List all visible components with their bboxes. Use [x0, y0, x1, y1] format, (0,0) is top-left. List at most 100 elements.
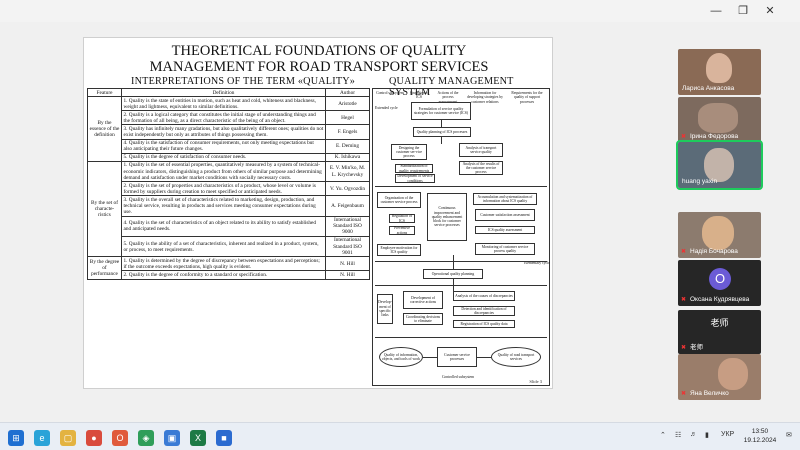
- feature-cell: By the set of characte-ristics: [87, 160, 122, 258]
- qms-diagram: Control subsystem Strategies of ICS Acti…: [372, 88, 550, 386]
- definition-cell: 4. Quality is the satisfaction of consum…: [121, 138, 326, 154]
- connector-line: [441, 137, 442, 144]
- diagram-box: Analysis of the causes of discrepancies: [453, 291, 515, 301]
- connector-line: [477, 357, 491, 358]
- author-cell: F. Engels: [325, 124, 370, 140]
- diagram-box: Continuous improvement and quality enhan…: [427, 193, 467, 241]
- participant-name: Яна Величко: [690, 390, 729, 397]
- connector-line: [375, 261, 547, 262]
- notification-icon[interactable]: ✉: [786, 432, 792, 439]
- diagram-box: Develop-ment of specific links: [377, 294, 393, 324]
- author-cell: N. Hill: [325, 256, 370, 272]
- participant-tile[interactable]: Надія Бочарова ✖: [678, 212, 761, 258]
- table-header-row: Feature Definition Author: [87, 87, 370, 98]
- table-row: By the set of characte-ristics 1. Qualit…: [87, 160, 370, 258]
- system-clock[interactable]: 13:50 19.12.2024: [740, 427, 780, 445]
- connector-line: [375, 285, 547, 286]
- minimize-icon[interactable]: —: [710, 5, 722, 17]
- app-icon[interactable]: ◈: [138, 430, 154, 446]
- participant-name: 老师: [690, 344, 703, 351]
- table-row: 3. Quality is the overall set of charact…: [88, 195, 370, 217]
- window-titlebar: — ❐ ✕: [0, 0, 800, 22]
- avatar: О: [709, 268, 731, 290]
- start-icon[interactable]: ⊞: [8, 430, 24, 446]
- table-row: 5. Quality is the degree of satisfaction…: [88, 152, 370, 162]
- participant-tile[interactable]: Яна Величко ✖: [678, 354, 761, 400]
- table-row: By the essence of the definition 1. Qual…: [87, 96, 370, 162]
- network-icon[interactable]: ☷: [675, 432, 682, 439]
- diagram-box: Analysis of the results of the customer …: [459, 161, 503, 175]
- participant-tile[interactable]: О Оксана Кудрявцева ✖: [678, 260, 761, 306]
- photos-icon[interactable]: ▣: [164, 430, 180, 446]
- definition-cell: 3. Quality has infinitely many gradation…: [121, 124, 326, 140]
- clock-date: 19.12.2024: [743, 437, 777, 444]
- connector-line: [441, 120, 442, 127]
- diagram-bottom-label: Controlled subsystem: [441, 375, 475, 379]
- participant-tile[interactable]: Лариса Анкасова: [678, 49, 761, 95]
- participant-video: [706, 53, 732, 83]
- diagram-box: Designing the customer ser-vice process: [391, 144, 427, 160]
- mic-muted-icon: ✖: [681, 249, 687, 255]
- battery-icon[interactable]: ▮: [705, 432, 709, 439]
- diagram-box: Organization of the customer service pro…: [377, 192, 421, 208]
- excel-icon[interactable]: X: [190, 430, 206, 446]
- header-author: Author: [325, 87, 370, 98]
- mic-muted-icon: ✖: [681, 134, 687, 140]
- diagram-box: Customer satisfaction assessment: [475, 209, 535, 221]
- table-row: 2. Quality is the set of properties and …: [88, 181, 370, 197]
- file-explorer-icon[interactable]: ▢: [60, 430, 76, 446]
- author-cell: Hegel: [325, 110, 370, 126]
- elementary-cycle-label: Elementary cycle: [524, 261, 550, 265]
- diagram-top-label: Strategies of ICS: [409, 91, 429, 100]
- mic-muted-icon: ✖: [681, 391, 687, 397]
- slide-title-line1: THEORETICAL FOUNDATIONS OF QUALITY: [171, 43, 467, 59]
- participant-tile[interactable]: Ірина Федорова ✖: [678, 97, 761, 143]
- diagram-box: Analysis of transport service quality: [459, 143, 503, 157]
- participant-video: [698, 103, 738, 133]
- table-row: 4. Quality is the satisfaction of consum…: [88, 138, 370, 154]
- diagram-box: Operational quality planning: [423, 269, 483, 279]
- participant-tile-speaking[interactable]: huang yaxin: [676, 140, 763, 190]
- tray-chevron-icon[interactable]: ⌃: [660, 432, 666, 439]
- connector-line: [453, 255, 454, 269]
- connector-line: [375, 337, 547, 338]
- table-row: 2. Quality is the degree of conformity t…: [88, 270, 370, 280]
- diagram-box: ICS quality assessment: [475, 226, 535, 234]
- definition-cell: 2. Quality is a logical category that co…: [121, 110, 326, 126]
- diagram-top-label: Control subsystem: [376, 91, 404, 95]
- diagram-top-label: Information for developing strategies by…: [467, 91, 503, 104]
- table-row: By the degree of performance 1. Quality …: [87, 256, 370, 280]
- taskbar: ⊞ e ▢ ● O ◈ ▣ X ■ ⌃ ☷ ♬ ▮ УКР 13:50 19.1…: [0, 422, 800, 450]
- restore-icon[interactable]: ❐: [738, 5, 748, 17]
- close-icon[interactable]: ✕: [765, 5, 775, 17]
- clock-time: 13:50: [751, 428, 769, 435]
- definition-cell: 5. Quality is the degree of satisfaction…: [121, 152, 326, 162]
- feature-cell: By the degree of performance: [87, 256, 122, 280]
- author-cell: International Standard ISO 9000: [325, 215, 370, 237]
- zoom-icon[interactable]: ■: [216, 430, 232, 446]
- table-row: 5. Quality is the ability of a set of ch…: [88, 235, 370, 258]
- volume-icon[interactable]: ♬: [690, 431, 697, 438]
- participant-tile[interactable]: 老师 老师 ✖: [678, 310, 761, 354]
- participant-name: Лариса Анкасова: [682, 85, 735, 92]
- author-cell: A. Feigenbaum: [325, 195, 370, 217]
- connector-line: [423, 357, 437, 358]
- diagram-box: Preventive actions: [389, 226, 415, 235]
- edge-icon[interactable]: e: [34, 430, 50, 446]
- diagram-box: Monitoring of customer service process q…: [475, 243, 535, 255]
- participant-name: Оксана Кудрявцева: [690, 296, 750, 303]
- table-row: 4. Quality is the set of characteristics…: [88, 215, 370, 237]
- diagram-box: Detection and identification of discrepa…: [453, 306, 515, 316]
- diagram-heading: QUALITY MANAGEMENT SYSTEM: [389, 76, 514, 98]
- opera-icon[interactable]: O: [112, 430, 128, 446]
- participant-name: Надія Бочарова: [690, 248, 738, 255]
- diagram-box: Development of corrective actions: [403, 291, 443, 309]
- language-indicator[interactable]: УКР: [721, 431, 735, 438]
- participant-video: [718, 358, 748, 390]
- slide-title: THEORETICAL FOUNDATIONS OF QUALITY MANAG…: [84, 43, 552, 75]
- chrome-icon[interactable]: ●: [86, 430, 102, 446]
- slide-number: Slide 3: [529, 379, 542, 384]
- participant-video: [702, 216, 734, 250]
- definition-cell: 4. Quality is the set of characteristics…: [121, 215, 326, 237]
